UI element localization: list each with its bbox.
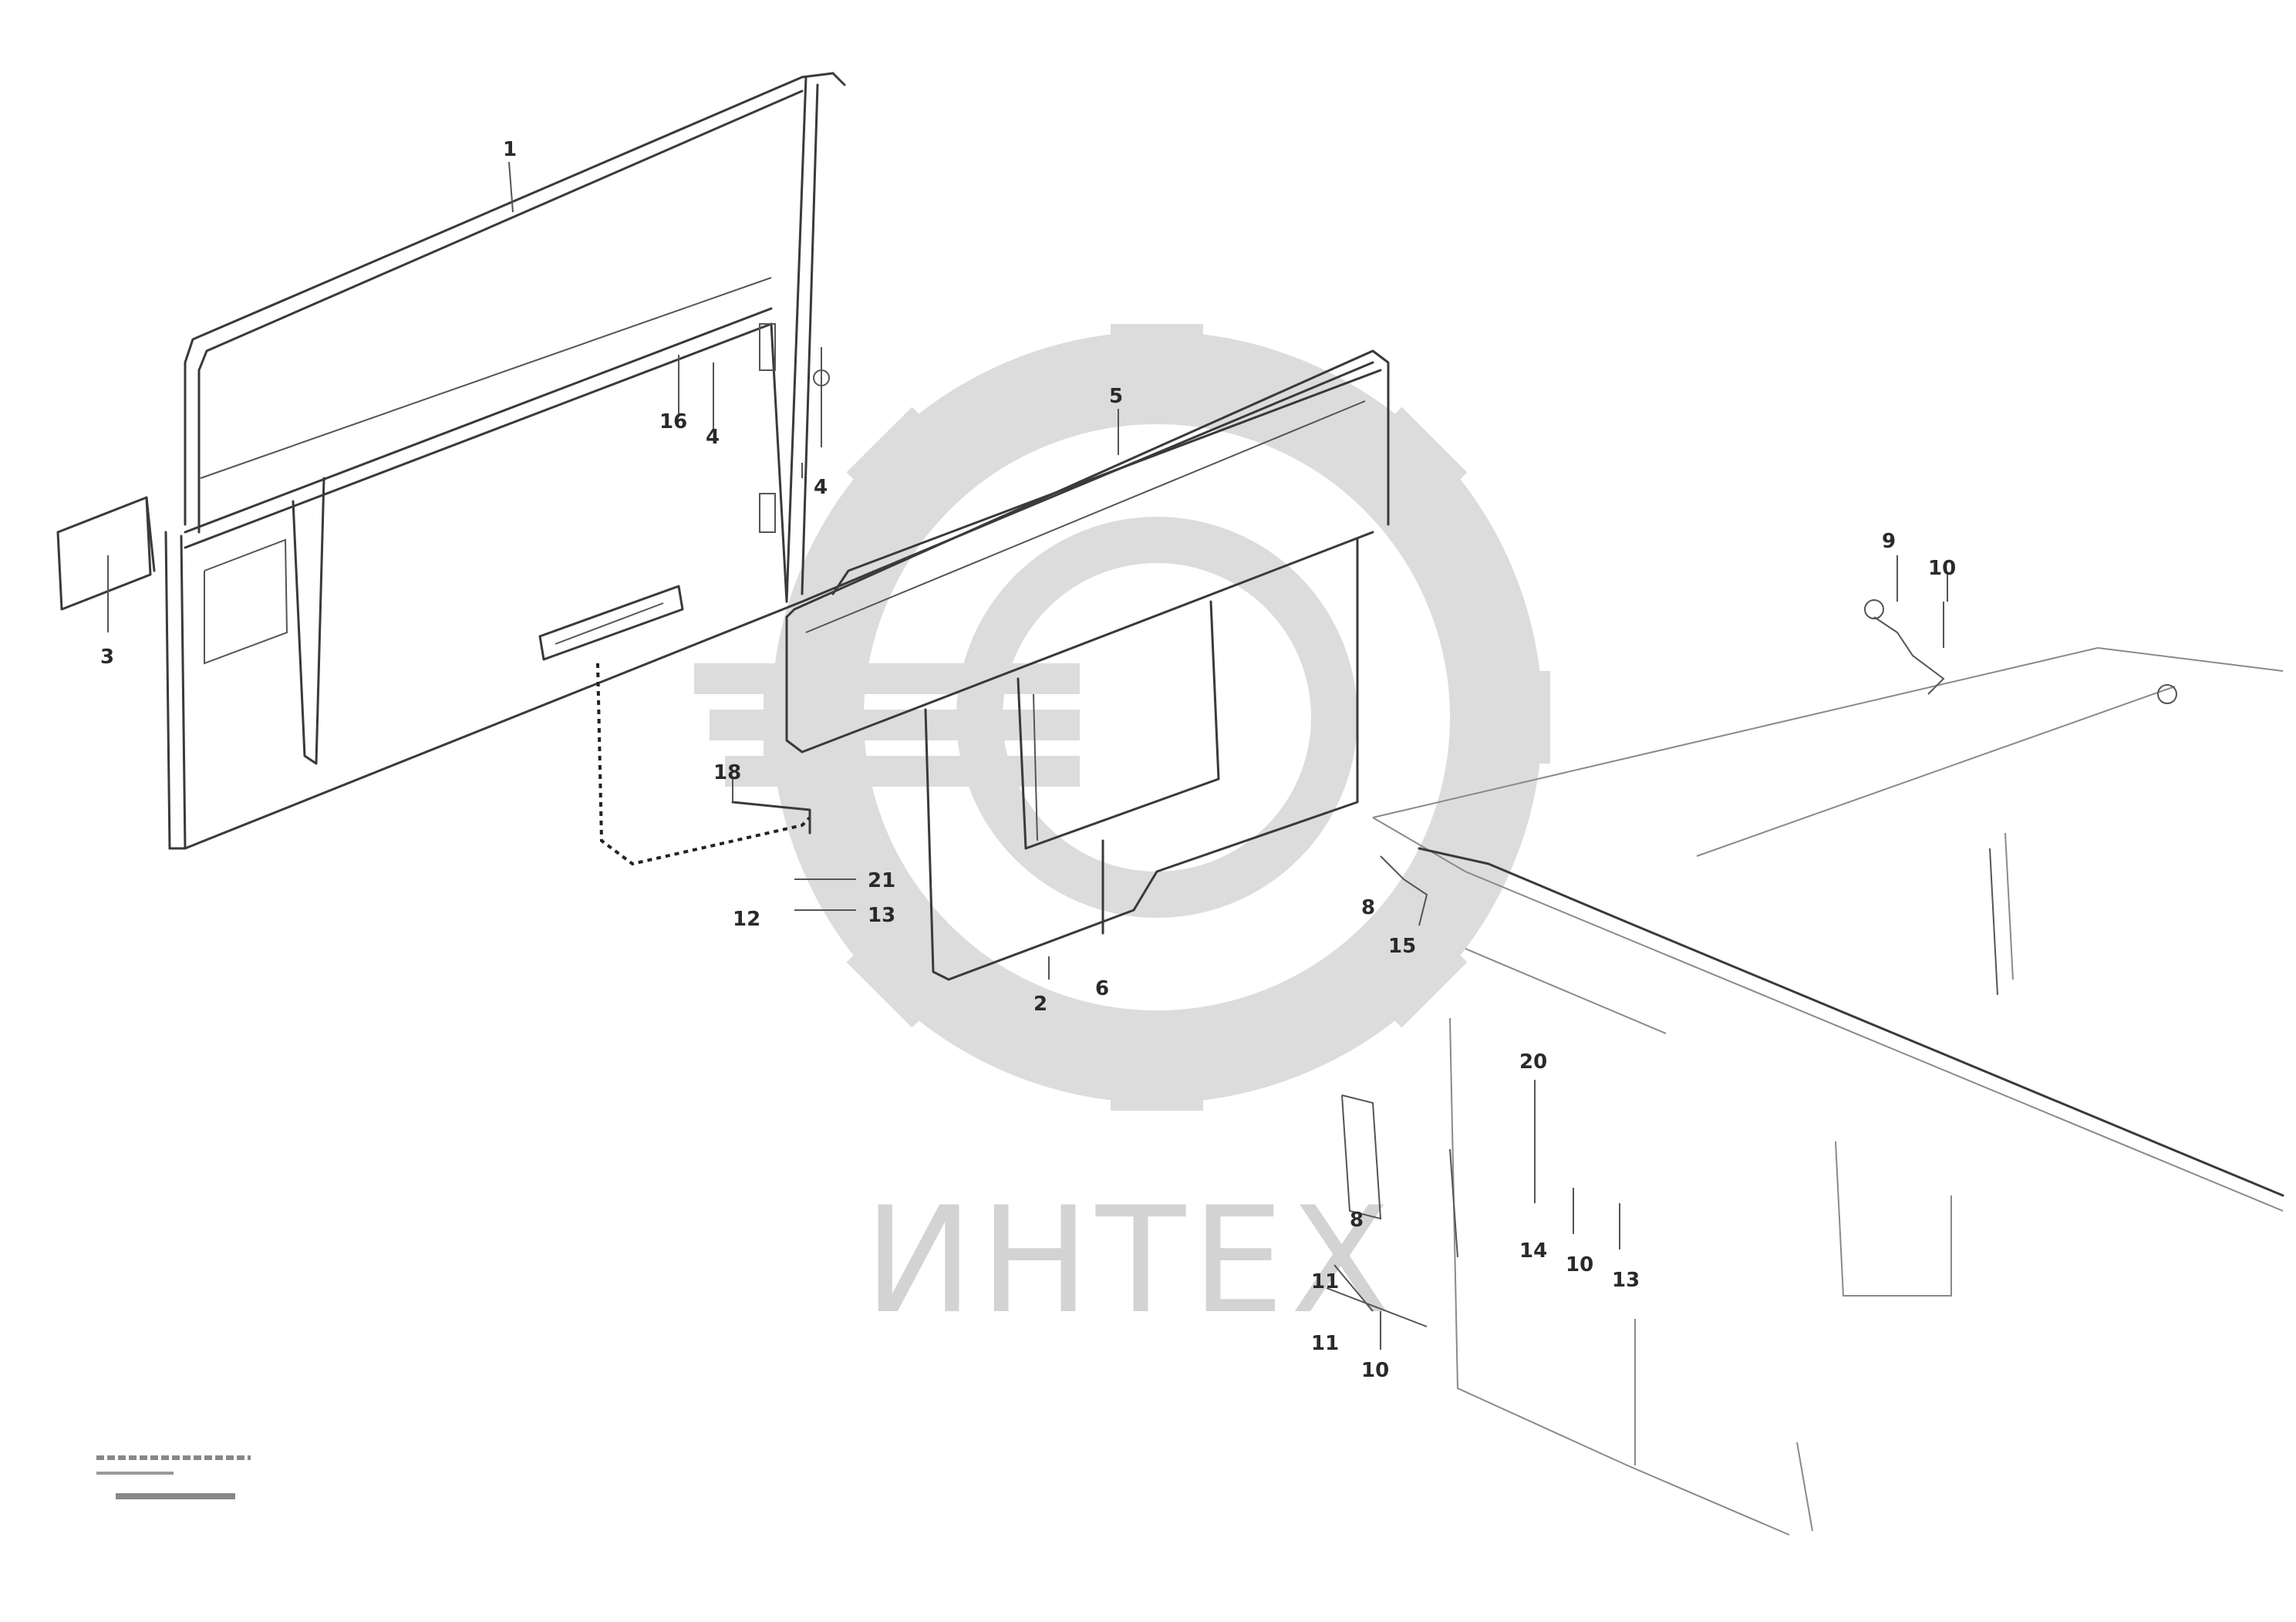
callout-13: 13	[868, 904, 895, 927]
callout-11a: 11	[1311, 1270, 1339, 1293]
callout-13b: 13	[1612, 1269, 1640, 1292]
callout-5: 5	[1109, 385, 1123, 408]
callout-leaders	[107, 161, 1948, 1312]
callout-3: 3	[100, 646, 114, 669]
callout-9: 9	[1882, 530, 1896, 553]
callout-10c: 10	[1361, 1359, 1389, 1382]
watermark-speed-lines	[694, 663, 1080, 787]
callout-4a: 4	[706, 426, 720, 449]
reference-stamp	[96, 1455, 251, 1499]
callout-15: 15	[1388, 935, 1416, 958]
watermark-text: ИНТЕХ	[864, 1175, 1397, 1346]
callout-8: 8	[1361, 896, 1375, 919]
callout-1: 1	[503, 138, 517, 161]
part-panel-left	[56, 72, 846, 850]
callout-labels: 1 3 16 4 4 5 18 12 21 13 2 6 9 10 8 15 2…	[100, 138, 1956, 1382]
callout-11b: 11	[1311, 1332, 1339, 1355]
callout-4b: 4	[814, 476, 828, 499]
callout-18: 18	[713, 761, 741, 784]
callout-10b: 10	[1566, 1253, 1593, 1276]
callout-12: 12	[733, 908, 760, 931]
callout-20: 20	[1519, 1050, 1547, 1074]
callout-10: 10	[1928, 557, 1956, 580]
watermark-gear-logo	[694, 324, 1550, 1111]
callout-2: 2	[1033, 993, 1047, 1016]
callout-21: 21	[868, 869, 895, 892]
watermark-gear-teeth	[764, 324, 1550, 1111]
callout-14: 14	[1519, 1239, 1547, 1263]
cable-harness	[596, 663, 811, 866]
callout-8b: 8	[1350, 1209, 1364, 1232]
part-cab-structure	[1326, 599, 2284, 1536]
part-panel-middle	[785, 349, 1390, 981]
callout-6: 6	[1095, 977, 1109, 1000]
callout-16: 16	[659, 410, 687, 433]
